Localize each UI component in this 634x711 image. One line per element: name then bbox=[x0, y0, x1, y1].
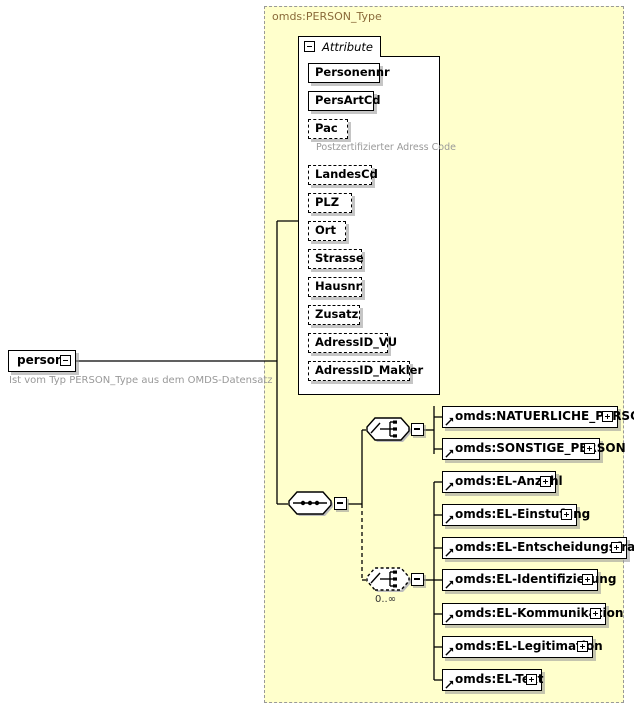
choice-person-collapse-icon[interactable] bbox=[411, 423, 424, 436]
attribute-compartment-label: Attribute bbox=[322, 40, 373, 54]
element-ref-el-kommunikation[interactable]: omds:EL-Kommunikation bbox=[442, 603, 623, 625]
element-ref-label: omds:SONSTIGE_PERSON bbox=[455, 441, 626, 455]
element-ref-el-identifizierung[interactable]: omds:EL-Identifizierung bbox=[442, 569, 616, 591]
element-ref-label: omds:EL-Anzahl bbox=[455, 474, 563, 488]
choice-icon bbox=[366, 417, 411, 442]
reference-arrow-icon bbox=[445, 580, 454, 589]
element-ref-expand-icon[interactable] bbox=[561, 509, 572, 520]
attribute-node-zusatz[interactable]: Zusatz bbox=[308, 305, 360, 325]
element-person-label: person bbox=[17, 353, 64, 367]
element-ref-natuerliche-person[interactable]: omds:NATUERLICHE_PERSON bbox=[442, 406, 634, 428]
attribute-node-ort[interactable]: Ort bbox=[308, 221, 346, 241]
attribute-node-label: Hausnr bbox=[315, 279, 362, 293]
attribute-node-label: PersArtCd bbox=[315, 93, 381, 107]
element-ref-el-text[interactable]: omds:EL-Text bbox=[442, 669, 544, 691]
attribute-compartment-tab[interactable]: Attribute bbox=[298, 36, 381, 57]
element-ref-label: omds:EL-Entscheidungsfrage bbox=[455, 540, 634, 554]
attribute-node-label: Strasse bbox=[315, 251, 364, 265]
attribute-node-persartcd[interactable]: PersArtCd bbox=[308, 91, 381, 111]
element-ref-expand-icon[interactable] bbox=[577, 641, 588, 652]
attribute-node-label: AdressID_VU bbox=[315, 335, 398, 349]
element-ref-expand-icon[interactable] bbox=[602, 411, 613, 422]
element-ref-el-einstufung[interactable]: omds:EL-Einstufung bbox=[442, 504, 590, 526]
element-ref-expand-icon[interactable] bbox=[582, 574, 593, 585]
element-ref-label: omds:EL-Text bbox=[455, 672, 544, 686]
type-container-title: omds:PERSON_Type bbox=[272, 10, 382, 23]
element-ref-sonstige-person[interactable]: omds:SONSTIGE_PERSON bbox=[442, 438, 626, 460]
element-person[interactable]: person bbox=[8, 350, 76, 372]
choice-icon bbox=[366, 567, 411, 592]
element-person-caption: Ist vom Typ PERSON_Type aus dem OMDS-Dat… bbox=[9, 375, 273, 386]
choice-elements-collapse-icon[interactable] bbox=[411, 573, 424, 586]
element-person-collapse-icon[interactable] bbox=[60, 355, 71, 366]
attribute-node-personennr[interactable]: Personennr bbox=[308, 63, 390, 83]
element-ref-expand-icon[interactable] bbox=[611, 542, 622, 553]
sequence-icon bbox=[288, 491, 333, 516]
element-ref-el-legitimation[interactable]: omds:EL-Legitimation bbox=[442, 636, 603, 658]
attribute-node-label: Ort bbox=[315, 223, 336, 237]
element-ref-label: omds:EL-Kommunikation bbox=[455, 606, 624, 620]
reference-arrow-icon bbox=[445, 515, 454, 524]
element-ref-label: omds:EL-Legitimation bbox=[455, 639, 603, 653]
attribute-node-label: AdressID_Makler bbox=[315, 363, 424, 377]
attribute-node-plz[interactable]: PLZ bbox=[308, 193, 352, 213]
element-ref-expand-icon[interactable] bbox=[584, 443, 595, 454]
reference-arrow-icon bbox=[445, 548, 454, 557]
attribute-hint-pac: Postzertifizierter Adress Code bbox=[316, 142, 456, 153]
element-ref-expand-icon[interactable] bbox=[540, 476, 551, 487]
attribute-node-hausnr[interactable]: Hausnr bbox=[308, 277, 362, 297]
attribute-node-label: PLZ bbox=[315, 195, 340, 209]
element-ref-expand-icon[interactable] bbox=[590, 608, 601, 619]
reference-arrow-icon bbox=[445, 680, 454, 689]
element-ref-el-entscheidungsfrage[interactable]: omds:EL-Entscheidungsfrage bbox=[442, 537, 634, 559]
attribute-collapse-icon[interactable] bbox=[304, 41, 315, 52]
element-ref-expand-icon[interactable] bbox=[526, 674, 537, 685]
attribute-node-landescd[interactable]: LandesCd bbox=[308, 165, 378, 185]
reference-arrow-icon bbox=[445, 482, 454, 491]
attribute-node-label: Pac bbox=[315, 121, 338, 135]
choice-elements-cardinality: 0..∞ bbox=[375, 594, 397, 605]
attribute-node-adressid_vu[interactable]: AdressID_VU bbox=[308, 333, 397, 353]
attribute-node-label: Personennr bbox=[315, 65, 390, 79]
choice-person-compositor[interactable] bbox=[366, 417, 414, 444]
sequence-collapse-icon[interactable] bbox=[334, 497, 347, 510]
element-ref-label: omds:EL-Einstufung bbox=[455, 507, 591, 521]
attribute-node-adressid_makler[interactable]: AdressID_Makler bbox=[308, 361, 423, 381]
element-ref-label: omds:EL-Identifizierung bbox=[455, 572, 617, 586]
attribute-node-strasse[interactable]: Strasse bbox=[308, 249, 364, 269]
attribute-node-label: LandesCd bbox=[315, 167, 378, 181]
choice-elements-compositor[interactable] bbox=[366, 567, 414, 594]
reference-arrow-icon bbox=[445, 614, 454, 623]
attribute-node-label: Zusatz bbox=[315, 307, 359, 321]
reference-arrow-icon bbox=[445, 647, 454, 656]
element-ref-el-anzahl[interactable]: omds:EL-Anzahl bbox=[442, 471, 563, 493]
reference-arrow-icon bbox=[445, 449, 454, 458]
element-ref-label: omds:NATUERLICHE_PERSON bbox=[455, 409, 634, 423]
reference-arrow-icon bbox=[445, 417, 454, 426]
sequence-compositor[interactable] bbox=[288, 491, 336, 518]
attribute-node-pac[interactable]: Pac bbox=[308, 119, 348, 139]
